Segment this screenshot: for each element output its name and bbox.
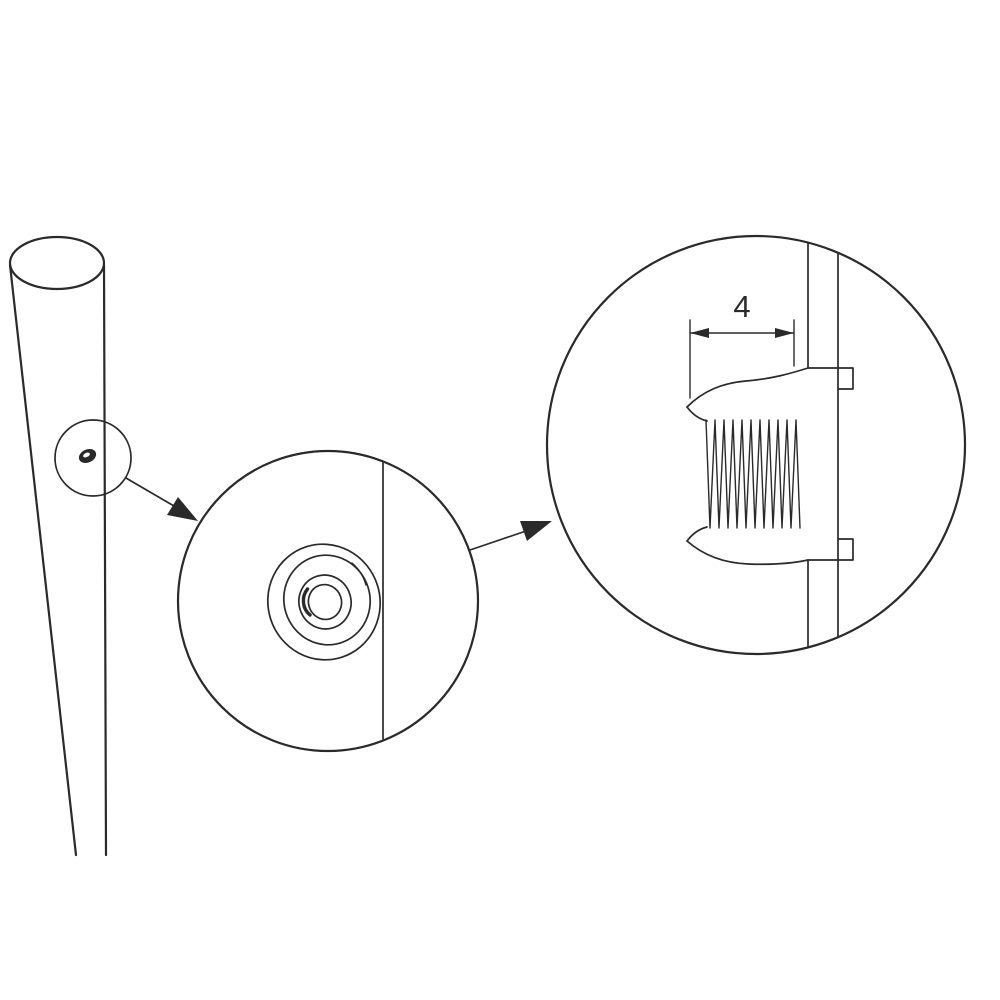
detail-circle-large: 4 (545, 234, 967, 656)
rivet-nut-front-view (266, 543, 382, 661)
rivet-nut-clinch-top (807, 367, 854, 390)
dimension-annotation: 4 (689, 289, 795, 399)
detail-circle-large-outline (545, 234, 967, 656)
callout-circle-small (54, 419, 132, 497)
rivet-nut-bore-inner (307, 583, 343, 621)
pole-top-ellipse (8, 235, 106, 291)
arrow-medium-to-large-head (520, 521, 552, 541)
pole-hole-highlight (83, 452, 90, 458)
insert-bottom-profile (686, 540, 809, 566)
insert-top-countersink (686, 406, 708, 422)
insert-bottom-countersink (686, 526, 708, 542)
arrow-medium-to-large-shaft (469, 530, 527, 551)
rivet-nut-thread-shading (301, 587, 312, 617)
arrow-small-to-medium (125, 477, 198, 521)
dimension-arrowhead-left (690, 328, 709, 338)
detail-circle-medium (176, 449, 480, 753)
pole-left-edge (8, 263, 78, 857)
arrow-small-to-medium-head (167, 497, 198, 521)
dimension-label: 4 (733, 289, 750, 324)
arrow-medium-to-large (469, 521, 552, 551)
rivet-nut-cross-section (686, 367, 809, 566)
rivet-nut-flange-shading (351, 562, 367, 586)
pole-hole (78, 448, 97, 464)
rivet-nut-bore-outer (298, 574, 352, 630)
internal-thread-zigzag (705, 419, 801, 529)
rivet-nut-flange-inner (282, 554, 372, 646)
rivet-nut-flange-outer (266, 543, 382, 661)
insert-top-profile (686, 367, 809, 408)
detail-circle-medium-outline (176, 449, 480, 753)
pole (8, 235, 108, 857)
arrow-small-to-medium-shaft (125, 477, 175, 507)
pole-right-edge (102, 263, 108, 857)
rivet-nut-clinch-bottom (807, 538, 854, 561)
tube-wall (807, 242, 854, 648)
dimension-arrowhead-right (775, 328, 794, 338)
